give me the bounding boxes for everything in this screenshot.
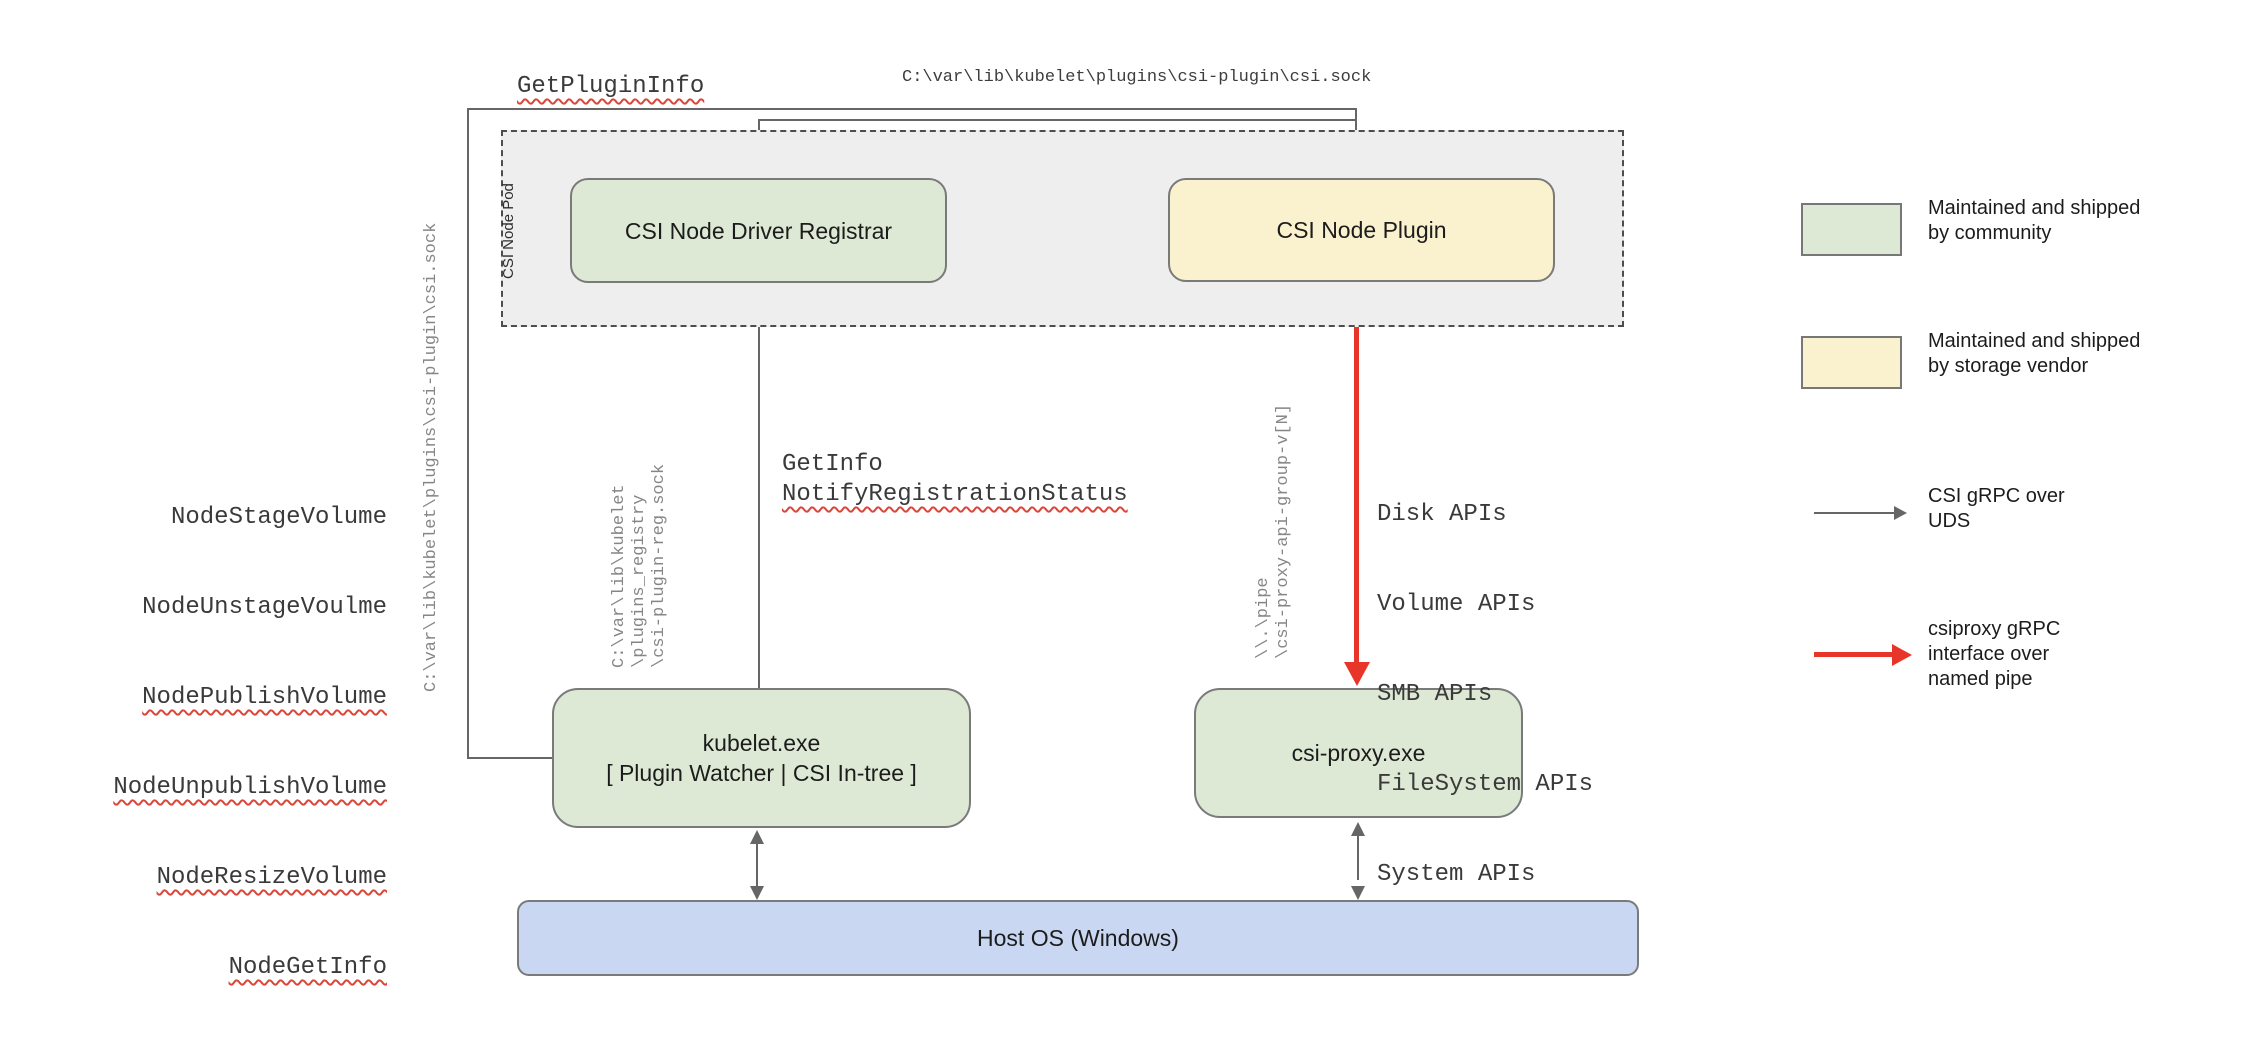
kubelet-host-arrowhead-down-icon xyxy=(750,886,764,900)
csi-proxy-box: csi-proxy.exe xyxy=(1194,688,1523,818)
uds-kubelet-plugin-line-left xyxy=(467,108,469,759)
get-info-label: GetInfo xyxy=(782,451,883,478)
legend-community-swatch xyxy=(1801,203,1902,256)
legend-vendor-swatch xyxy=(1801,336,1902,389)
node-call-item: NodeUnpublishVolume xyxy=(113,774,387,801)
csi-node-driver-registrar-box: CSI Node Driver Registrar xyxy=(570,178,947,283)
named-pipe-arrow-shaft xyxy=(1354,282,1359,662)
legend-uds-label: CSI gRPC over UDS xyxy=(1928,485,2065,532)
csi-node-plugin-box: CSI Node Plugin xyxy=(1168,178,1555,282)
api-call-item: Volume APIs xyxy=(1377,591,1536,618)
node-call-item: NodeGetInfo xyxy=(228,954,387,981)
legend-uds-arrowhead-icon xyxy=(1894,506,1907,520)
named-pipe-arrowhead-icon xyxy=(1344,662,1370,686)
get-plugin-info-label: GetPluginInfo xyxy=(517,73,705,100)
registry-sock-path-label: C:\var\lib\kubelet \plugins_registry \cs… xyxy=(610,463,669,668)
legend-uds-arrow-shaft xyxy=(1814,512,1896,514)
uds-registrar-plugin-line-top xyxy=(758,119,1357,121)
csiproxy-host-arrowhead-up-icon xyxy=(1351,822,1365,836)
api-call-item: Disk APIs xyxy=(1377,501,1507,528)
uds-kubelet-plugin-line-bottom xyxy=(467,757,554,759)
csiproxy-host-arrow-shaft xyxy=(1357,834,1359,880)
notify-registration-status-label: NotifyRegistrationStatus xyxy=(782,481,1128,508)
api-calls-list: Disk APIs Volume APIs SMB APIs FileSyste… xyxy=(1377,440,1593,950)
registration-arrow-shaft xyxy=(758,296,760,688)
named-pipe-path-label: \\.\pipe \csi-proxy-api-group-v[N] xyxy=(1254,403,1293,659)
uds-kubelet-plugin-line-top xyxy=(468,108,1357,110)
host-os-box: Host OS (Windows) xyxy=(517,900,1639,976)
csiproxy-host-arrowhead-down-icon xyxy=(1351,886,1365,900)
api-call-item: System APIs xyxy=(1377,861,1536,888)
node-call-item: NodeResizeVolume xyxy=(156,864,387,891)
legend-community-label: Maintained and shipped by community xyxy=(1928,197,2141,244)
csi-sock-path-top-label: C:\var\lib\kubelet\plugins\csi-plugin\cs… xyxy=(902,68,1372,87)
kubelet-box: kubelet.exe [ Plugin Watcher | CSI In-tr… xyxy=(552,688,971,828)
kubelet-host-arrowhead-up-icon xyxy=(750,830,764,844)
csi-sock-path-left-label: C:\var\lib\kubelet\plugins\csi-plugin\cs… xyxy=(422,222,441,692)
api-call-item: SMB APIs xyxy=(1377,681,1493,708)
node-call-item: NodeUnstageVoulme xyxy=(142,594,387,621)
legend-pipe-arrow-shaft xyxy=(1814,652,1898,657)
node-call-item: NodeStageVolume xyxy=(170,504,387,531)
kubelet-host-arrow-shaft xyxy=(756,842,758,888)
legend-pipe-label: csiproxy gRPC interface over named pipe xyxy=(1928,618,2061,690)
legend-pipe-arrowhead-icon xyxy=(1892,644,1912,666)
node-calls-list: NodeStageVolume NodeUnstageVoulme NodePu… xyxy=(113,443,387,1044)
legend-vendor-label: Maintained and shipped by storage vendor xyxy=(1928,330,2141,377)
csi-node-pod-label: CSI Node Pod xyxy=(500,183,517,279)
api-call-item: FileSystem APIs xyxy=(1377,771,1594,798)
node-call-item: NodePublishVolume xyxy=(142,684,387,711)
